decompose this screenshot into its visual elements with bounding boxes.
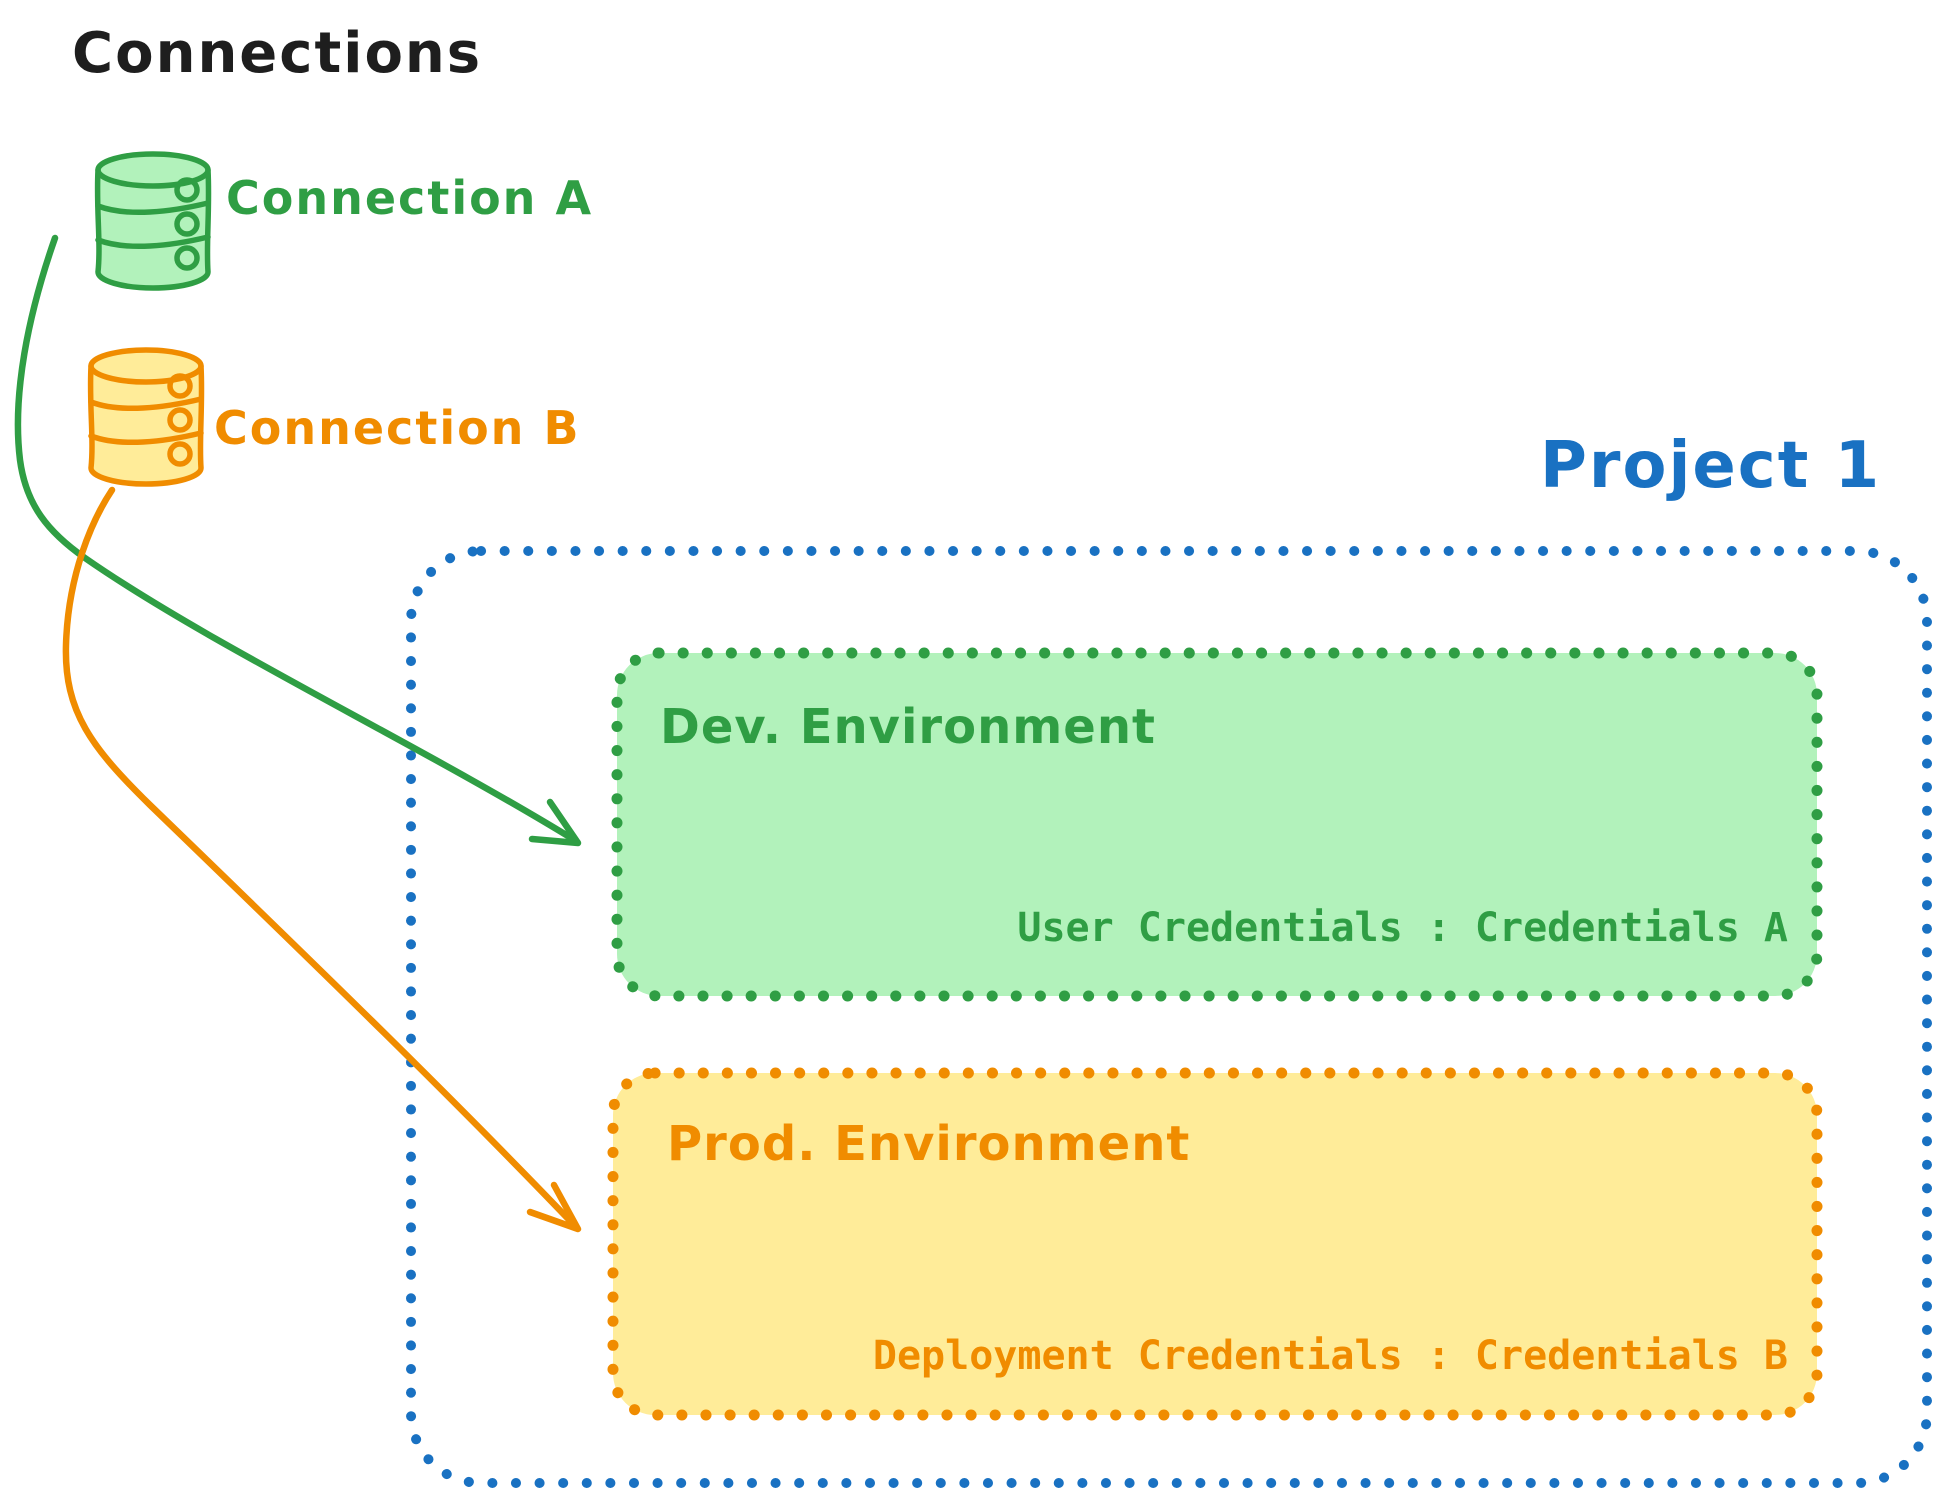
- db-b-light-2: [167, 407, 193, 433]
- db-a-light-1: [174, 177, 200, 203]
- connection-a-arrowhead: [528, 798, 582, 847]
- connection-b-database-icon: [87, 347, 205, 487]
- db-a-outline: [94, 167, 212, 291]
- project-title: Project 1: [1540, 429, 1882, 503]
- db-a-separator-1: [95, 200, 211, 215]
- connection-b-arrow-line: [62, 486, 580, 1231]
- connection-a-arrow-line: [14, 234, 580, 845]
- db-a-light-3: [174, 245, 200, 271]
- db-a-separator-2: [95, 234, 211, 249]
- dev-environment-title: Dev. Environment: [660, 699, 1156, 755]
- db-b-separator-1: [88, 396, 204, 411]
- dev-environment-credentials: User Credentials : Credentials A: [1017, 905, 1788, 951]
- connection-b-arrowhead: [526, 1181, 582, 1233]
- db-a-light-2: [174, 211, 200, 237]
- diagram-title: Connections: [72, 21, 483, 86]
- connection-a-label: Connection A: [226, 171, 594, 225]
- db-b-separator-2: [88, 430, 204, 445]
- project-box: [406, 546, 1932, 1488]
- dev-environment-box: [611, 647, 1823, 1002]
- db-b-light-3: [167, 441, 193, 467]
- connection-a-arrow: [14, 234, 582, 847]
- prod-environment-credentials: Deployment Credentials : Credentials B: [872, 1333, 1788, 1379]
- connection-b-label: Connection B: [214, 401, 581, 455]
- db-b-light-1: [167, 373, 193, 399]
- connection-a-database-icon: [94, 151, 212, 291]
- db-b-outline: [87, 363, 205, 487]
- prod-environment-box: [607, 1067, 1823, 1421]
- connection-b-arrow: [62, 486, 582, 1233]
- prod-environment-title: Prod. Environment: [667, 1116, 1191, 1172]
